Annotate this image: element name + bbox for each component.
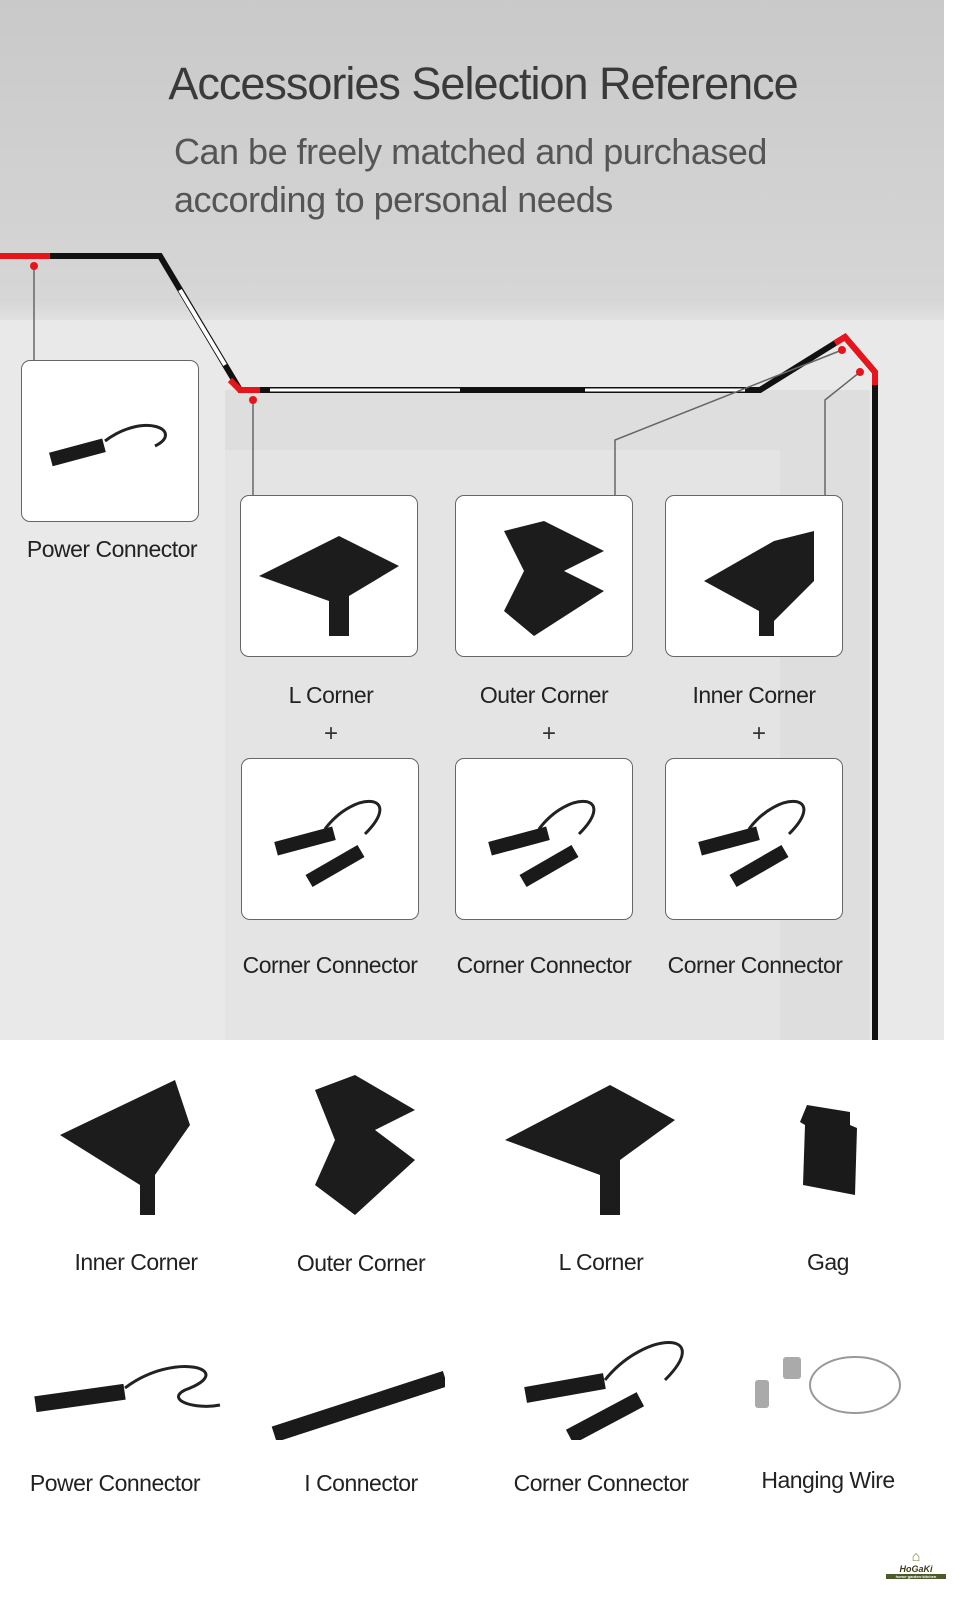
catalog-label: Hanging Wire — [761, 1467, 895, 1493]
corner-connector-icon — [274, 799, 382, 888]
hanging-wire-icon — [745, 1345, 905, 1425]
page-title: Accessories Selection Reference — [168, 58, 798, 109]
corner-connector-card — [665, 758, 843, 920]
catalog-label: I Connector — [304, 1470, 418, 1496]
catalog-label: Outer Corner — [296, 1250, 426, 1276]
plus-sign: + — [541, 720, 556, 747]
catalog-label: Inner Corner — [74, 1249, 198, 1275]
corner-connector-icon — [698, 799, 806, 888]
power-connector-icon — [25, 1350, 225, 1430]
outer-corner-icon — [504, 521, 604, 636]
corner-connector-label: Corner Connector — [242, 952, 418, 978]
power-connector-card — [21, 360, 199, 522]
catalog-label: L Corner — [558, 1249, 644, 1275]
catalog-label: Power Connector — [29, 1470, 201, 1496]
corner-connector-card — [241, 758, 419, 920]
l-corner-icon — [500, 1080, 680, 1220]
outer-corner-icon — [295, 1070, 425, 1220]
l-corner-icon — [259, 536, 399, 636]
i-connector-icon — [265, 1360, 445, 1440]
gag-icon — [795, 1100, 865, 1200]
corner-connector-icon — [515, 1330, 705, 1440]
inner-corner-icon — [704, 531, 814, 636]
outer-corner-card — [455, 495, 633, 657]
l-corner-card — [240, 495, 418, 657]
plus-sign: + — [751, 720, 766, 747]
catalog-label: Gag — [807, 1249, 849, 1275]
inner-corner-label: Inner Corner — [692, 682, 816, 708]
corner-connector-card — [455, 758, 633, 920]
corner-connector-label: Corner Connector — [667, 952, 843, 978]
plus-sign: + — [323, 720, 338, 747]
corner-connector-icon — [488, 799, 596, 888]
inner-corner-icon — [55, 1075, 205, 1220]
corner-connector-label: Corner Connector — [456, 952, 632, 978]
l-corner-label: L Corner — [288, 682, 374, 708]
power-connector-icon — [49, 424, 167, 467]
inner-corner-card — [665, 495, 843, 657]
power-connector-label: Power Connector — [26, 536, 198, 562]
catalog-label: Corner Connector — [513, 1470, 689, 1496]
outer-corner-label: Outer Corner — [479, 682, 609, 708]
